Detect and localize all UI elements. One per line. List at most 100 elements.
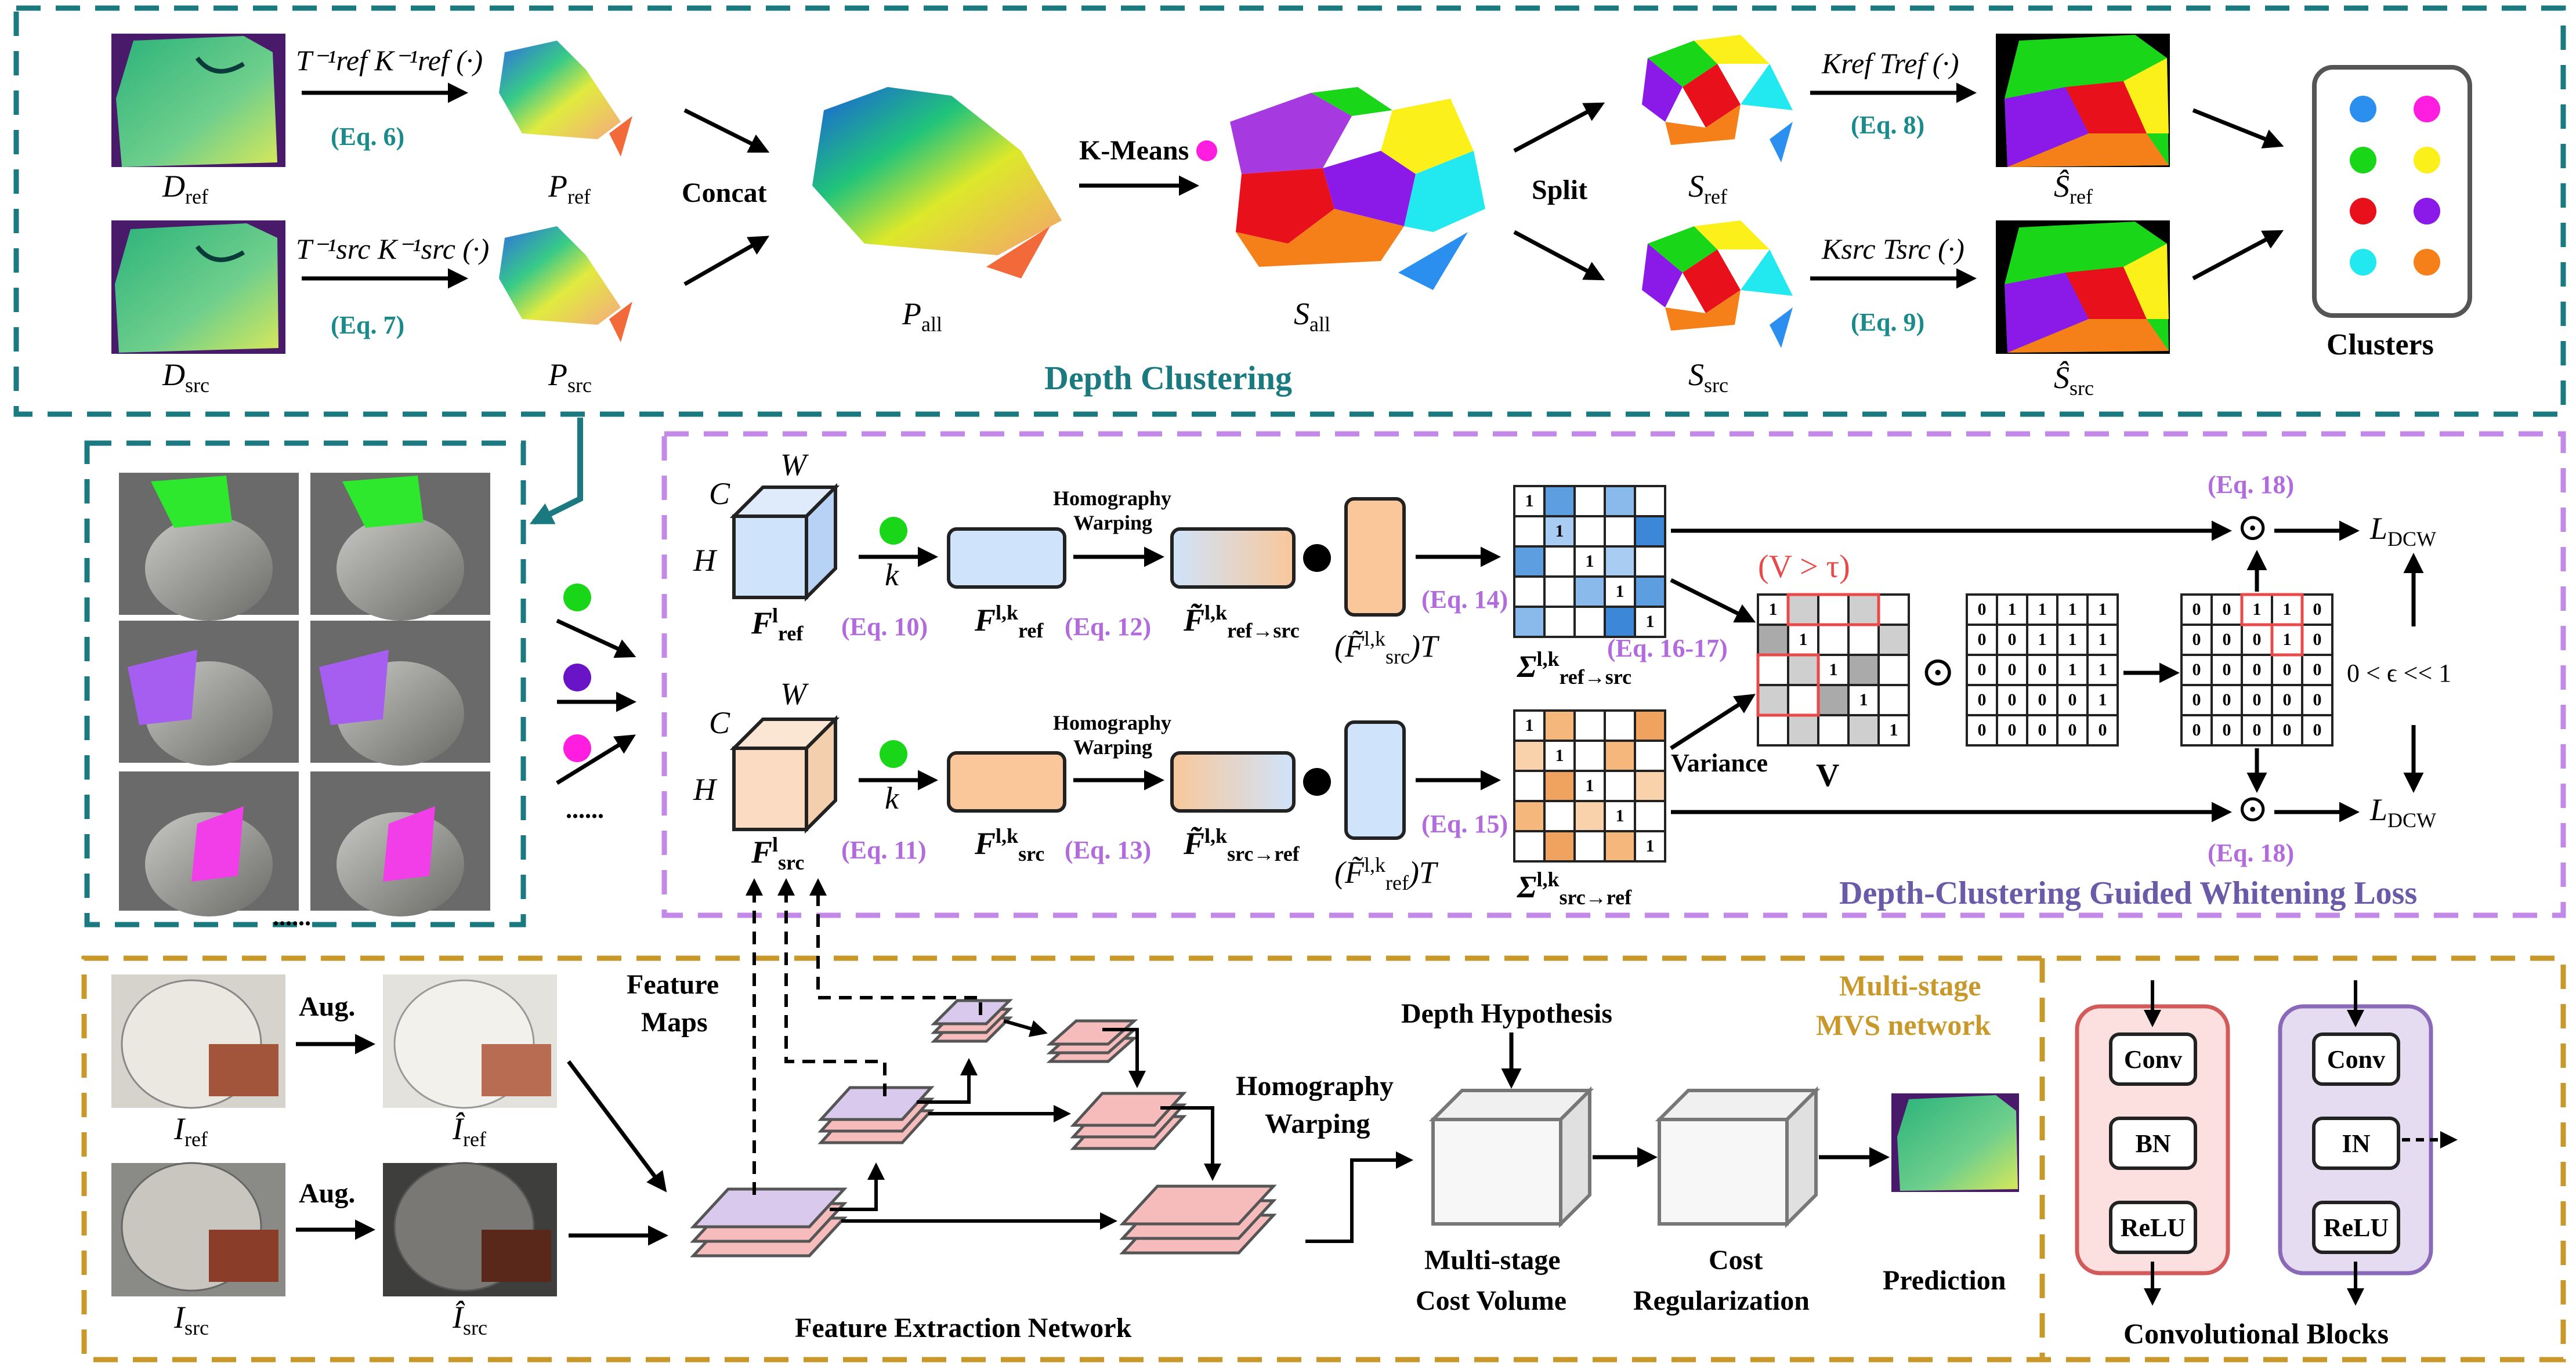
- flk-ref-label: Fl,kref: [975, 601, 1044, 642]
- diagonal-one: 1: [1525, 491, 1534, 510]
- block1-relu: ReLU: [2109, 1201, 2197, 1254]
- depth-clustering-title: Depth Clustering: [1044, 359, 1292, 397]
- feature-maps-2: Maps: [641, 1007, 708, 1038]
- feature-cube-src: [729, 715, 840, 834]
- k-ref-label: k: [885, 557, 899, 592]
- homography-ref-1: Homography: [1053, 487, 1172, 510]
- mask-matrix-cell: 0: [2098, 720, 2107, 740]
- cost-volume-cube: [1428, 1086, 1594, 1229]
- label-i-ref: Iref: [174, 1111, 208, 1151]
- op-src-transform: T⁻¹src K⁻¹src (·): [296, 233, 490, 265]
- result-matrix-cell: 0: [2192, 720, 2201, 740]
- segmented-cloud-all: [1196, 87, 1485, 290]
- diagonal-one: 1: [1645, 836, 1655, 856]
- mask-matrix-cell: 0: [2007, 630, 2017, 649]
- result-matrix: [2180, 593, 2333, 747]
- odot-ref: ⊙: [2237, 506, 2269, 549]
- mask-matrix-cell: 1: [2068, 600, 2077, 619]
- odot-operator: ⊙: [1920, 648, 1956, 695]
- cluster-dot: [2350, 249, 2376, 276]
- prediction-depth: [1891, 1093, 2019, 1192]
- diagonal-one: 1: [1859, 690, 1868, 709]
- cost-reg-1: Cost: [1709, 1245, 1763, 1276]
- depth-hypothesis-label: Depth Hypothesis: [1401, 998, 1613, 1029]
- result-matrix-cell: 1: [2282, 600, 2292, 619]
- homography-ref-2: Warping: [1073, 511, 1153, 534]
- clusters-box: [2312, 65, 2472, 318]
- kmeans-label: K-Means: [1079, 135, 1189, 166]
- result-matrix-cell: 0: [2282, 660, 2292, 679]
- sigma-src-label: Σl,ksrc→ref: [1517, 868, 1632, 909]
- ft-src-label: (F̃l,ksrc)T: [1334, 627, 1438, 668]
- point-cloud-src: [499, 226, 632, 342]
- projected-seg-ref: [1996, 34, 2170, 167]
- ft-ref-label: (F̃l,kref)T: [1334, 853, 1437, 894]
- epsilon-label: 0 < ϵ << 1: [2347, 659, 2452, 687]
- cluster-dot: [2350, 147, 2376, 173]
- input-image-src: [111, 1162, 285, 1296]
- mask-matrix-cell: 0: [2038, 720, 2047, 740]
- cost-reg-cube: [1655, 1086, 1821, 1229]
- whitening-border: [661, 431, 2566, 918]
- mask-matrix-cell: 0: [2038, 660, 2047, 679]
- fpn-out-2: [1070, 1092, 1187, 1150]
- sample-grid-ellipsis: ......: [273, 903, 311, 931]
- label-d-src: Dsrc: [162, 357, 209, 397]
- label-shat-ref: Ŝref: [2054, 169, 2093, 208]
- result-matrix-cell: 0: [2192, 600, 2201, 619]
- prediction-label: Prediction: [1883, 1265, 2006, 1296]
- label-s-ref: Sref: [1688, 169, 1727, 208]
- label-ihat-ref: Îref: [453, 1111, 486, 1151]
- diagonal-one: 1: [1555, 521, 1564, 541]
- mask-matrix-cell: 0: [1977, 720, 1987, 740]
- point-cloud-all: [812, 87, 1062, 278]
- loss-ref: LDCW: [2370, 511, 2437, 550]
- eq10-label: (Eq. 10): [841, 613, 928, 641]
- diagonal-one: 1: [1829, 660, 1838, 679]
- cube-src-c: C: [709, 705, 730, 740]
- diagonal-one: 1: [1585, 552, 1594, 571]
- cluster-dot: [2414, 198, 2440, 224]
- result-matrix-cell: 0: [2192, 630, 2201, 649]
- fw-src-label: F̃l,ksrc→ref: [1184, 824, 1300, 865]
- flk-src-label: Fl,ksrc: [975, 824, 1045, 865]
- label-d-ref: Dref: [162, 169, 208, 208]
- eq12-label: (Eq. 12): [1065, 613, 1152, 641]
- cost-reg-2: Regularization: [1633, 1285, 1810, 1316]
- v-condition: (V > τ): [1758, 549, 1850, 585]
- segmented-cloud-src: [1642, 220, 1793, 348]
- label-s-src: Ssrc: [1688, 357, 1728, 397]
- result-matrix-cell: 1: [2252, 600, 2262, 619]
- mask-matrix-cell: 1: [2098, 660, 2107, 679]
- eq13-label: (Eq. 13): [1065, 836, 1152, 864]
- mask-matrix-cell: 0: [2007, 720, 2017, 740]
- mask-matrix-cell: 1: [2007, 600, 2017, 619]
- mask-matrix-cell: 0: [2068, 690, 2077, 709]
- clusters-label: Clusters: [2327, 328, 2434, 361]
- fpn-out-3: [1119, 1184, 1277, 1255]
- block1-bn: BN: [2109, 1117, 2197, 1170]
- split-label: Split: [1532, 175, 1588, 205]
- loss-src: LDCW: [2370, 792, 2437, 832]
- eq14-label: (Eq. 14): [1421, 585, 1508, 614]
- block2-conv: Conv: [2312, 1032, 2400, 1086]
- mask-matrix-cell: 0: [2068, 720, 2077, 740]
- op-ksrc: Ksrc Tsrc (·): [1822, 233, 1964, 265]
- covariance-matrix-src: [1513, 709, 1666, 863]
- label-p-src: Psrc: [548, 357, 592, 397]
- conv-blocks-title: Convolutional Blocks: [2123, 1317, 2389, 1350]
- v-label: V: [1816, 758, 1840, 793]
- op-kref: Kref Tref (·): [1822, 47, 1959, 79]
- sample-grid: [119, 473, 490, 916]
- label-i-src: Isrc: [174, 1300, 209, 1339]
- f-ref-label: Flref: [751, 604, 804, 645]
- diagonal-one: 1: [1645, 612, 1655, 631]
- label-shat-src: Ŝsrc: [2054, 360, 2094, 400]
- mask-matrix-cell: 0: [1977, 690, 1987, 709]
- mvs-title-2: MVS network: [1816, 1009, 1991, 1041]
- fpn-level-3: [930, 999, 1014, 1043]
- mask-matrix-cell: 1: [2068, 660, 2077, 679]
- eq18a-label: (Eq. 18): [2208, 470, 2295, 499]
- k-src-label: k: [885, 781, 899, 816]
- eq8-label: (Eq. 8): [1851, 111, 1925, 139]
